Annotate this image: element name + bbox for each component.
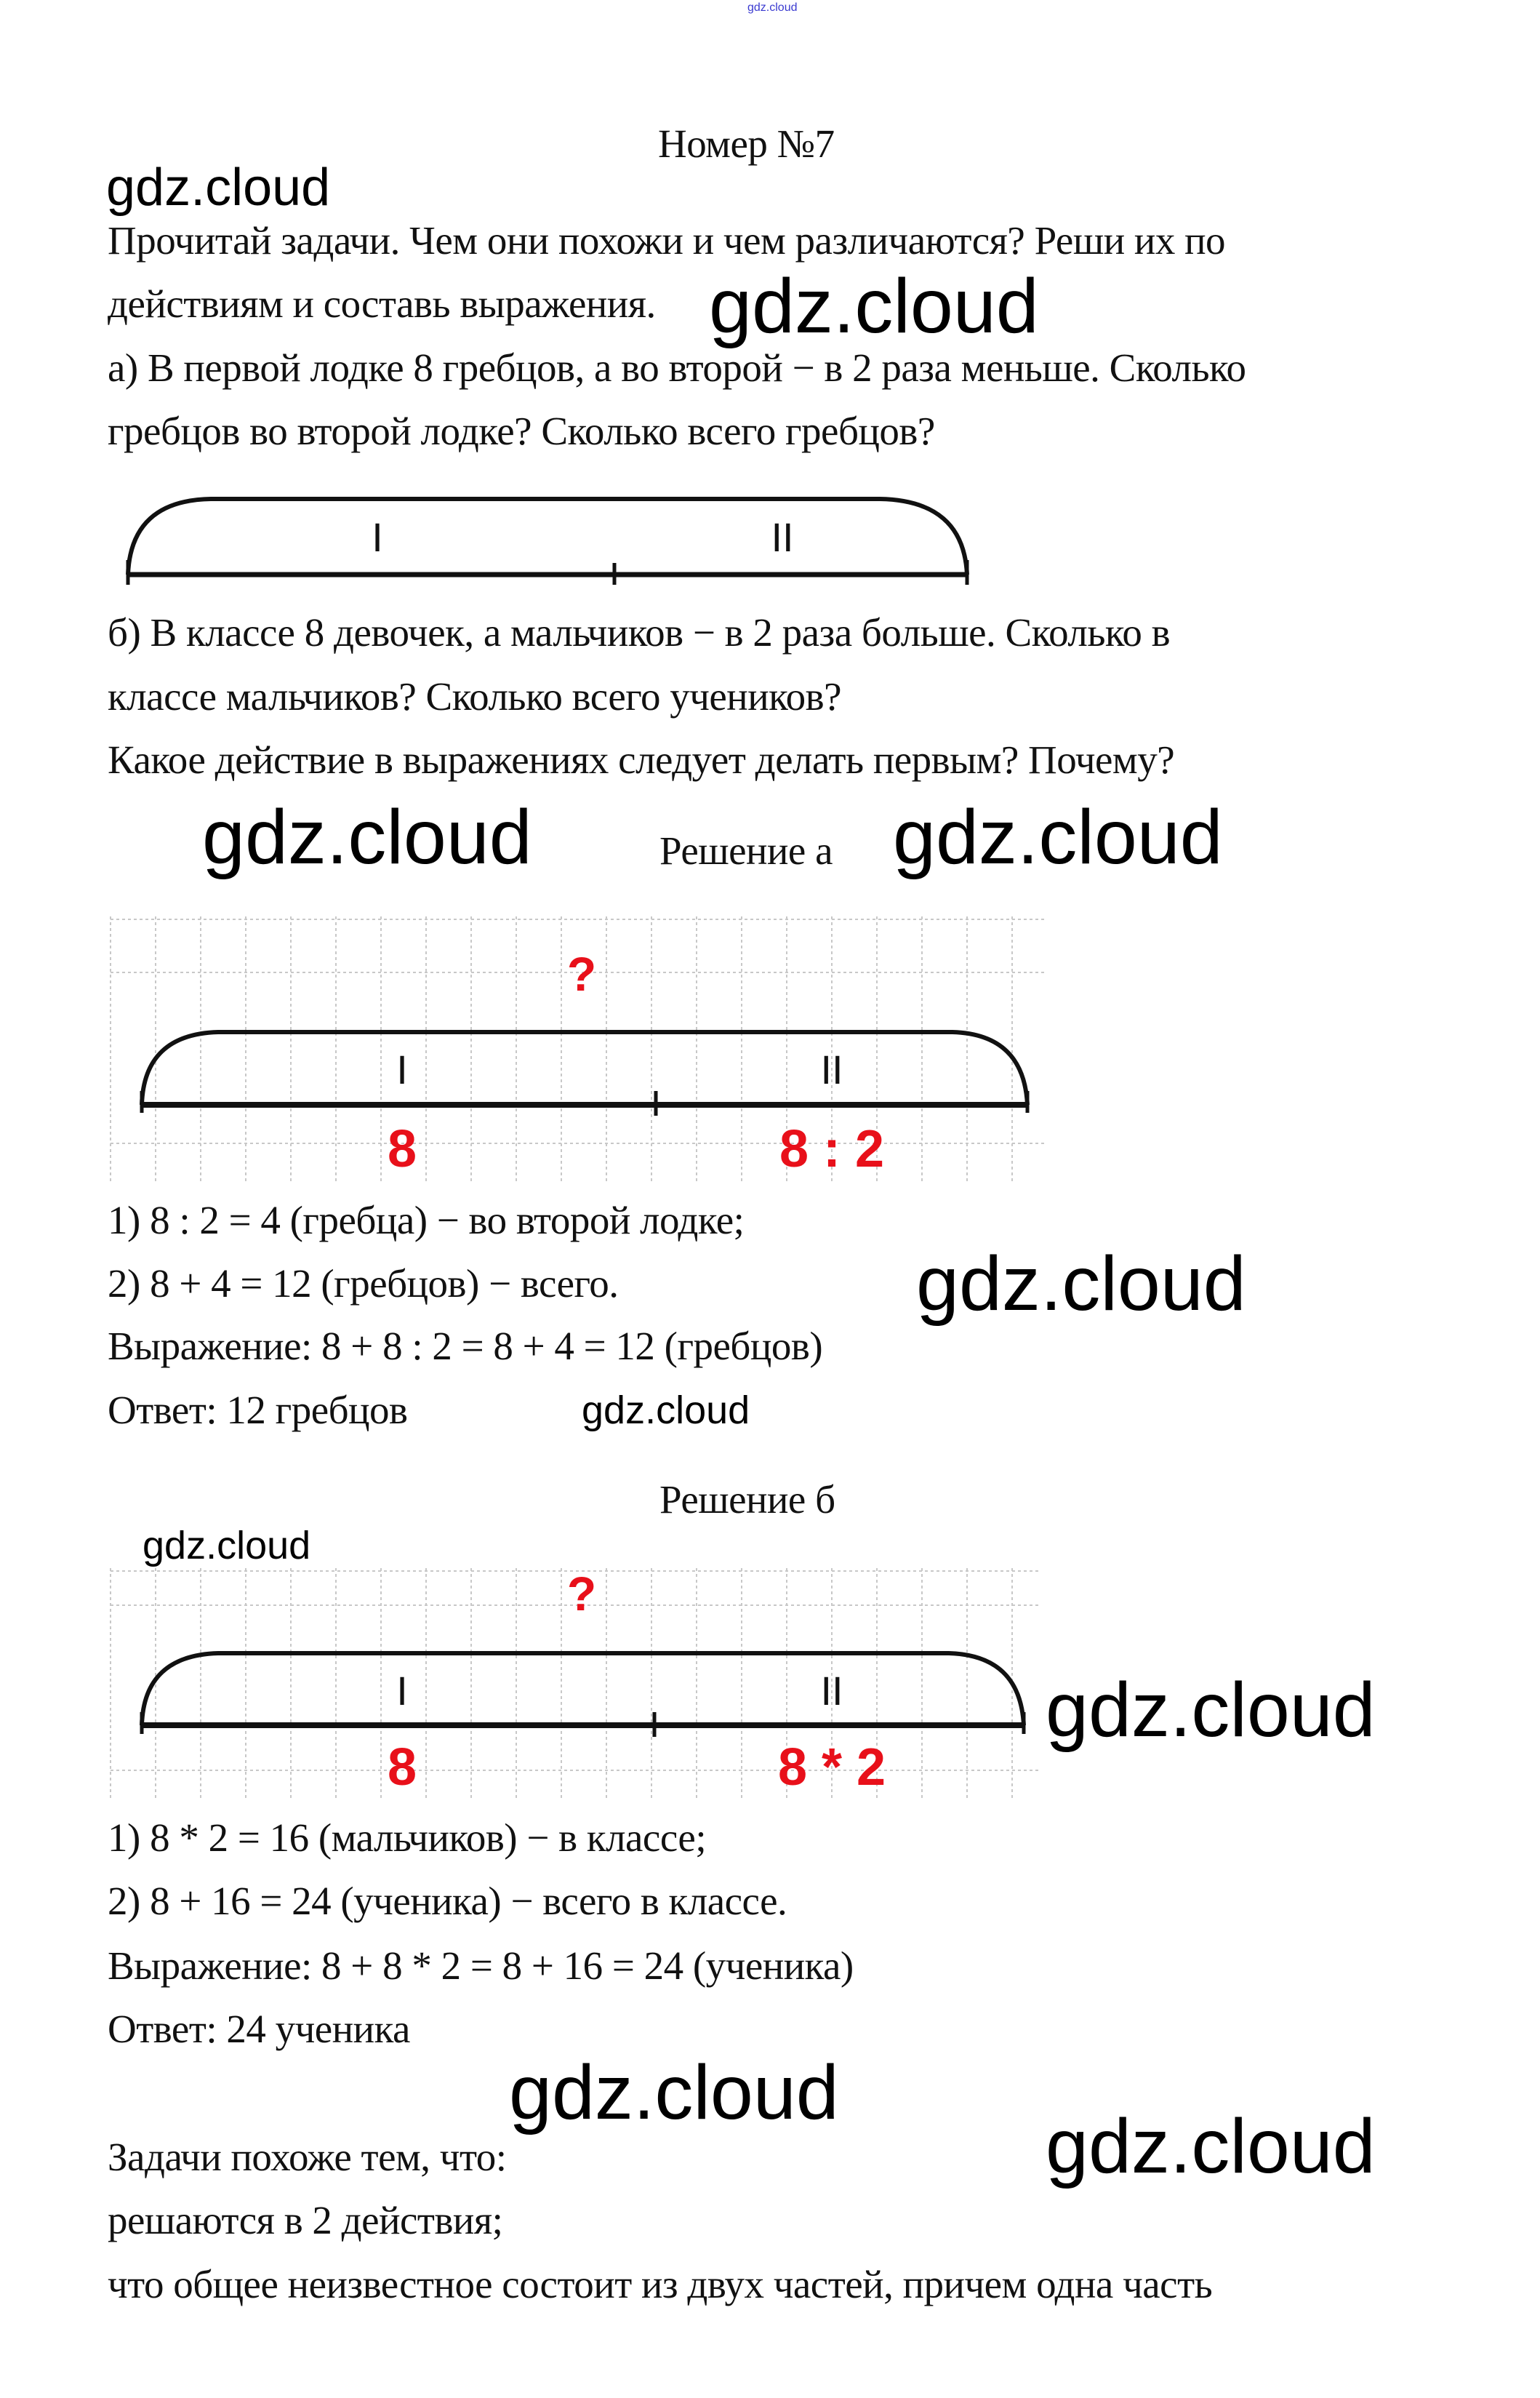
value-label-1: 8 <box>388 1120 417 1178</box>
solution-a-step: 1) 8 : 2 = 4 (гребца) − во второй лодке; <box>108 1198 745 1242</box>
solution-b-step: 2) 8 + 16 = 24 (ученика) − всего в класс… <box>108 1879 787 1923</box>
part-label-1: I <box>396 1047 408 1092</box>
watermark: gdz.cloud <box>509 2050 839 2135</box>
solution-b-answer: Ответ: 24 ученика <box>108 2007 410 2051</box>
watermark: gdz.cloud <box>709 263 1039 349</box>
watermark: gdz.cloud <box>916 1241 1246 1327</box>
conclusion-text: Задачи похоже тем, что: <box>108 2135 507 2179</box>
question-mark: ? <box>567 947 596 1001</box>
solution-a-answer: Ответ: 12 гребцов <box>108 1388 408 1432</box>
watermark: gdz.cloud <box>582 1388 750 1432</box>
question-mark: ? <box>567 1567 596 1620</box>
part-label-2: II <box>820 1668 843 1714</box>
page-title: Номер №7 <box>658 121 835 166</box>
solution-b-step: 1) 8 * 2 = 16 (мальчиков) − в классе; <box>108 1815 707 1860</box>
task-text: б) В классе 8 девочек, а мальчиков − в 2… <box>108 610 1171 655</box>
task-text: Какое действие в выражениях следует дела… <box>108 738 1175 782</box>
solution-a-expression: Выражение: 8 + 8 : 2 = 8 + 4 = 12 (гребц… <box>108 1324 823 1368</box>
value-label-2: 8 * 2 <box>778 1738 886 1796</box>
task-text: классе мальчиков? Сколько всего учеников… <box>108 674 841 719</box>
watermark: gdz.cloud <box>893 794 1223 880</box>
task-text: гребцов во второй лодке? Сколько всего г… <box>108 409 935 453</box>
solution-a-step: 2) 8 + 4 = 12 (гребцов) − всего. <box>108 1261 619 1306</box>
watermark: gdz.cloud <box>202 794 532 880</box>
value-label-2: 8 : 2 <box>779 1120 884 1178</box>
task-text: Прочитай задачи. Чем они похожи и чем ра… <box>108 218 1226 263</box>
part-label-1: I <box>396 1668 408 1714</box>
watermark: gdz.cloud <box>1046 2103 1376 2189</box>
conclusion-text: что общее неизвестное состоит из двух ча… <box>108 2262 1213 2306</box>
watermark: gdz.cloud <box>143 1524 311 1567</box>
task-text: а) В первой лодке 8 гребцов, а во второй… <box>108 345 1246 390</box>
solution-b-heading: Решение б <box>659 1477 835 1522</box>
task-text: действиям и составь выражения. <box>108 281 656 326</box>
conclusion-text: решаются в 2 действия; <box>108 2198 503 2242</box>
solution-b-expression: Выражение: 8 + 8 * 2 = 8 + 16 = 24 (учен… <box>108 1943 854 1988</box>
watermark: gdz.cloud <box>1046 1667 1376 1753</box>
value-label-1: 8 <box>388 1738 417 1796</box>
watermark: gdz.cloud <box>106 159 331 217</box>
part-label-2: II <box>820 1047 843 1092</box>
watermark-top: gdz.cloud <box>747 1 798 14</box>
part-label-1: I <box>372 514 383 560</box>
solution-a-heading: Решение а <box>659 828 833 873</box>
part-label-2: II <box>771 514 793 560</box>
